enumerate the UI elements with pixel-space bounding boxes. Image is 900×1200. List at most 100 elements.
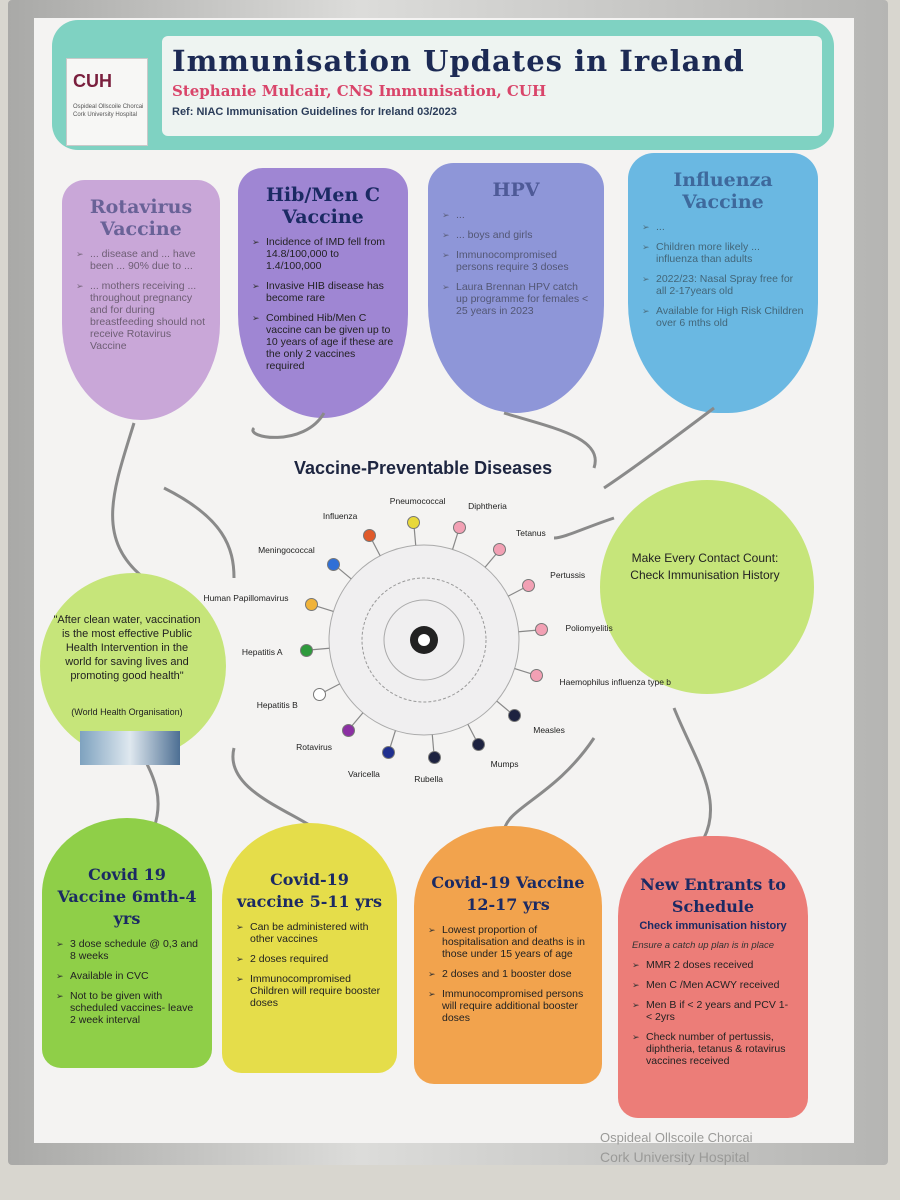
quote-text: "After clean water, vaccination is the m… (53, 614, 201, 682)
mecc-circle: Make Every Contact Count: Check Immunisa… (600, 480, 814, 694)
hpv-tag: HPV ... ... boys and girls Immunocomprom… (428, 163, 604, 413)
list-item: Children more likely ... influenza than … (642, 241, 804, 265)
string-lines (111, 406, 715, 839)
water-photo (80, 731, 180, 765)
list-item: Not to be given with scheduled vaccines-… (56, 990, 198, 1026)
list-item: ... boys and girls (442, 229, 590, 241)
new-entrants-note: Ensure a catch up plan is in place (632, 940, 775, 951)
list-item: 2 doses required (236, 953, 383, 965)
disease-label: Measles (533, 724, 565, 735)
new-entrants-tag: New Entrants to Schedule Check immunisat… (618, 836, 808, 1118)
disease-label: Pertussis (550, 570, 586, 581)
disease-label: Mumps (490, 759, 519, 770)
disease-dot (341, 723, 355, 737)
hospital-logo: CUH Ospideal Ollscoile Chorcai Cork Univ… (66, 58, 148, 146)
covid-5-11-list: Can be administered with other vaccines … (236, 921, 383, 1009)
influenza-list: ... Children more likely ... influenza t… (642, 221, 804, 329)
disease-dot (535, 623, 549, 637)
covid-infant-list: 3 dose schedule @ 0,3 and 8 weeks Availa… (56, 938, 198, 1026)
disease-label: Diphtheria (468, 501, 507, 512)
list-item: Men C /Men ACWY received (632, 979, 794, 991)
new-entrants-subtitle: Check immunisation history (639, 920, 787, 932)
list-item: Laura Brennan HPV catch up programme for… (442, 281, 590, 317)
hpv-list: ... ... boys and girls Immunocompromised… (442, 209, 590, 317)
list-item: ... (442, 209, 590, 221)
new-entrants-list: MMR 2 doses received Men C /Men ACWY rec… (632, 959, 794, 1067)
list-item: Check number of pertussis, diphtheria, t… (632, 1031, 794, 1067)
vpd-diagram: Vaccine-Preventable Diseases Pneumococca… (203, 458, 671, 788)
quote-source: (World Health Organisation) (71, 707, 183, 717)
reference-line: Ref: NIAC Immunisation Guidelines for Ir… (172, 106, 457, 118)
disease-dot (507, 709, 521, 723)
covid-5-11-title: Covid-19 vaccine 5-11 yrs (237, 870, 382, 911)
disease-dot (382, 746, 396, 760)
list-item: Immunocompromised Children will require … (236, 973, 383, 1009)
covid-12-17-tag: Covid-19 Vaccine 12-17 yrs Lowest propor… (414, 826, 602, 1084)
disease-dot (363, 528, 376, 542)
list-item: Available for High Risk Children over 6 … (642, 305, 804, 329)
covid-infant-title: Covid 19 Vaccine 6mth-4 yrs (57, 865, 197, 928)
list-item: ... (642, 221, 804, 233)
disease-label: Rotavirus (296, 742, 333, 753)
disease-dot (530, 668, 544, 682)
list-item: Incidence of IMD fell from 14.8/100,000 … (252, 236, 394, 272)
footer-english: Cork University Hospital (600, 1149, 750, 1165)
header-banner: CUH Ospideal Ollscoile Chorcai Cork Univ… (52, 20, 834, 150)
disease-dot (304, 598, 318, 612)
disease-dot (299, 643, 313, 657)
covid-infant-tag: Covid 19 Vaccine 6mth-4 yrs 3 dose sched… (42, 818, 212, 1068)
list-item: 3 dose schedule @ 0,3 and 8 weeks (56, 938, 198, 962)
disease-label: Poliomyelitis (565, 622, 613, 633)
list-item: Men B if < 2 years and PCV 1-< 2yrs (632, 999, 794, 1023)
list-item: MMR 2 doses received (632, 959, 794, 971)
disease-label: Hepatitis A (241, 647, 283, 658)
disease-dot (427, 751, 441, 765)
list-item: Invasive HIB disease has become rare (252, 280, 394, 304)
disease-dot (327, 557, 341, 571)
disease-dot (407, 515, 421, 529)
rotavirus-title: Rotavirus Vaccine (89, 196, 193, 240)
mecc-text: Make Every Contact Count: Check Immunisa… (620, 550, 790, 584)
virus-illustration (306, 522, 542, 758)
list-item: 2022/23: Nasal Spray free for all 2-17ye… (642, 273, 804, 297)
disease-label: Human Papillomavirus (203, 592, 289, 603)
disease-label: Hepatitis B (256, 699, 298, 710)
list-item: ... mothers receiving ... throughout pre… (76, 280, 206, 352)
covid-5-11-tag: Covid-19 vaccine 5-11 yrs Can be adminis… (222, 823, 397, 1073)
list-item: Can be administered with other vaccines (236, 921, 383, 945)
disease-label: Influenza (322, 510, 358, 521)
new-entrants-title: New Entrants to Schedule (640, 875, 786, 916)
influenza-title: Influenza Vaccine (673, 169, 773, 213)
hib-men-c-list: Incidence of IMD fell from 14.8/100,000 … (252, 236, 394, 372)
logo-text: CUH (73, 71, 112, 91)
hib-men-c-title: Hib/Men C Vaccine (265, 184, 381, 228)
list-item: Lowest proportion of hospitalisation and… (428, 924, 588, 960)
author-line: Stephanie Mulcair, CNS Immunisation, CUH (172, 82, 547, 100)
hib-men-c-tag: Hib/Men C Vaccine Incidence of IMD fell … (238, 168, 408, 418)
disease-label: Rubella (414, 774, 444, 785)
disease-dot (522, 579, 536, 592)
disease-label: Haemophilus influenza type b (559, 677, 672, 688)
disease-dot (493, 543, 507, 557)
poster: CUH Ospideal Ollscoile Chorcai Cork Univ… (34, 18, 854, 1143)
mecc-line-2: Check Immunisation History (630, 568, 780, 582)
influenza-tag: Influenza Vaccine ... Children more like… (628, 153, 818, 413)
rotavirus-list: ... disease and ... have been ... 90% du… (76, 248, 206, 352)
disease-dot (312, 687, 326, 701)
mecc-line-1: Make Every Contact Count: (631, 551, 779, 565)
covid-12-17-title: Covid-19 Vaccine 12-17 yrs (431, 873, 585, 914)
list-item: Immunocompromised persons will require a… (428, 988, 588, 1024)
disease-label: Tetanus (515, 527, 546, 538)
list-item: Combined Hib/Men C vaccine can be given … (252, 312, 394, 372)
quote-circle: "After clean water, vaccination is the m… (40, 573, 226, 765)
list-item: Available in CVC (56, 970, 198, 982)
header-panel (162, 36, 822, 136)
vpd-title: Vaccine-Preventable Diseases (294, 458, 553, 478)
hpv-title: HPV (492, 179, 540, 201)
page-title: Immunisation Updates in Ireland (172, 44, 745, 78)
disease-label: Pneumococcal (389, 495, 446, 506)
disease-label: Varicella (347, 768, 380, 779)
rotavirus-tag: Rotavirus Vaccine ... disease and ... ha… (62, 180, 220, 420)
disease-dot (471, 738, 485, 752)
covid-12-17-list: Lowest proportion of hospitalisation and… (428, 924, 588, 1024)
